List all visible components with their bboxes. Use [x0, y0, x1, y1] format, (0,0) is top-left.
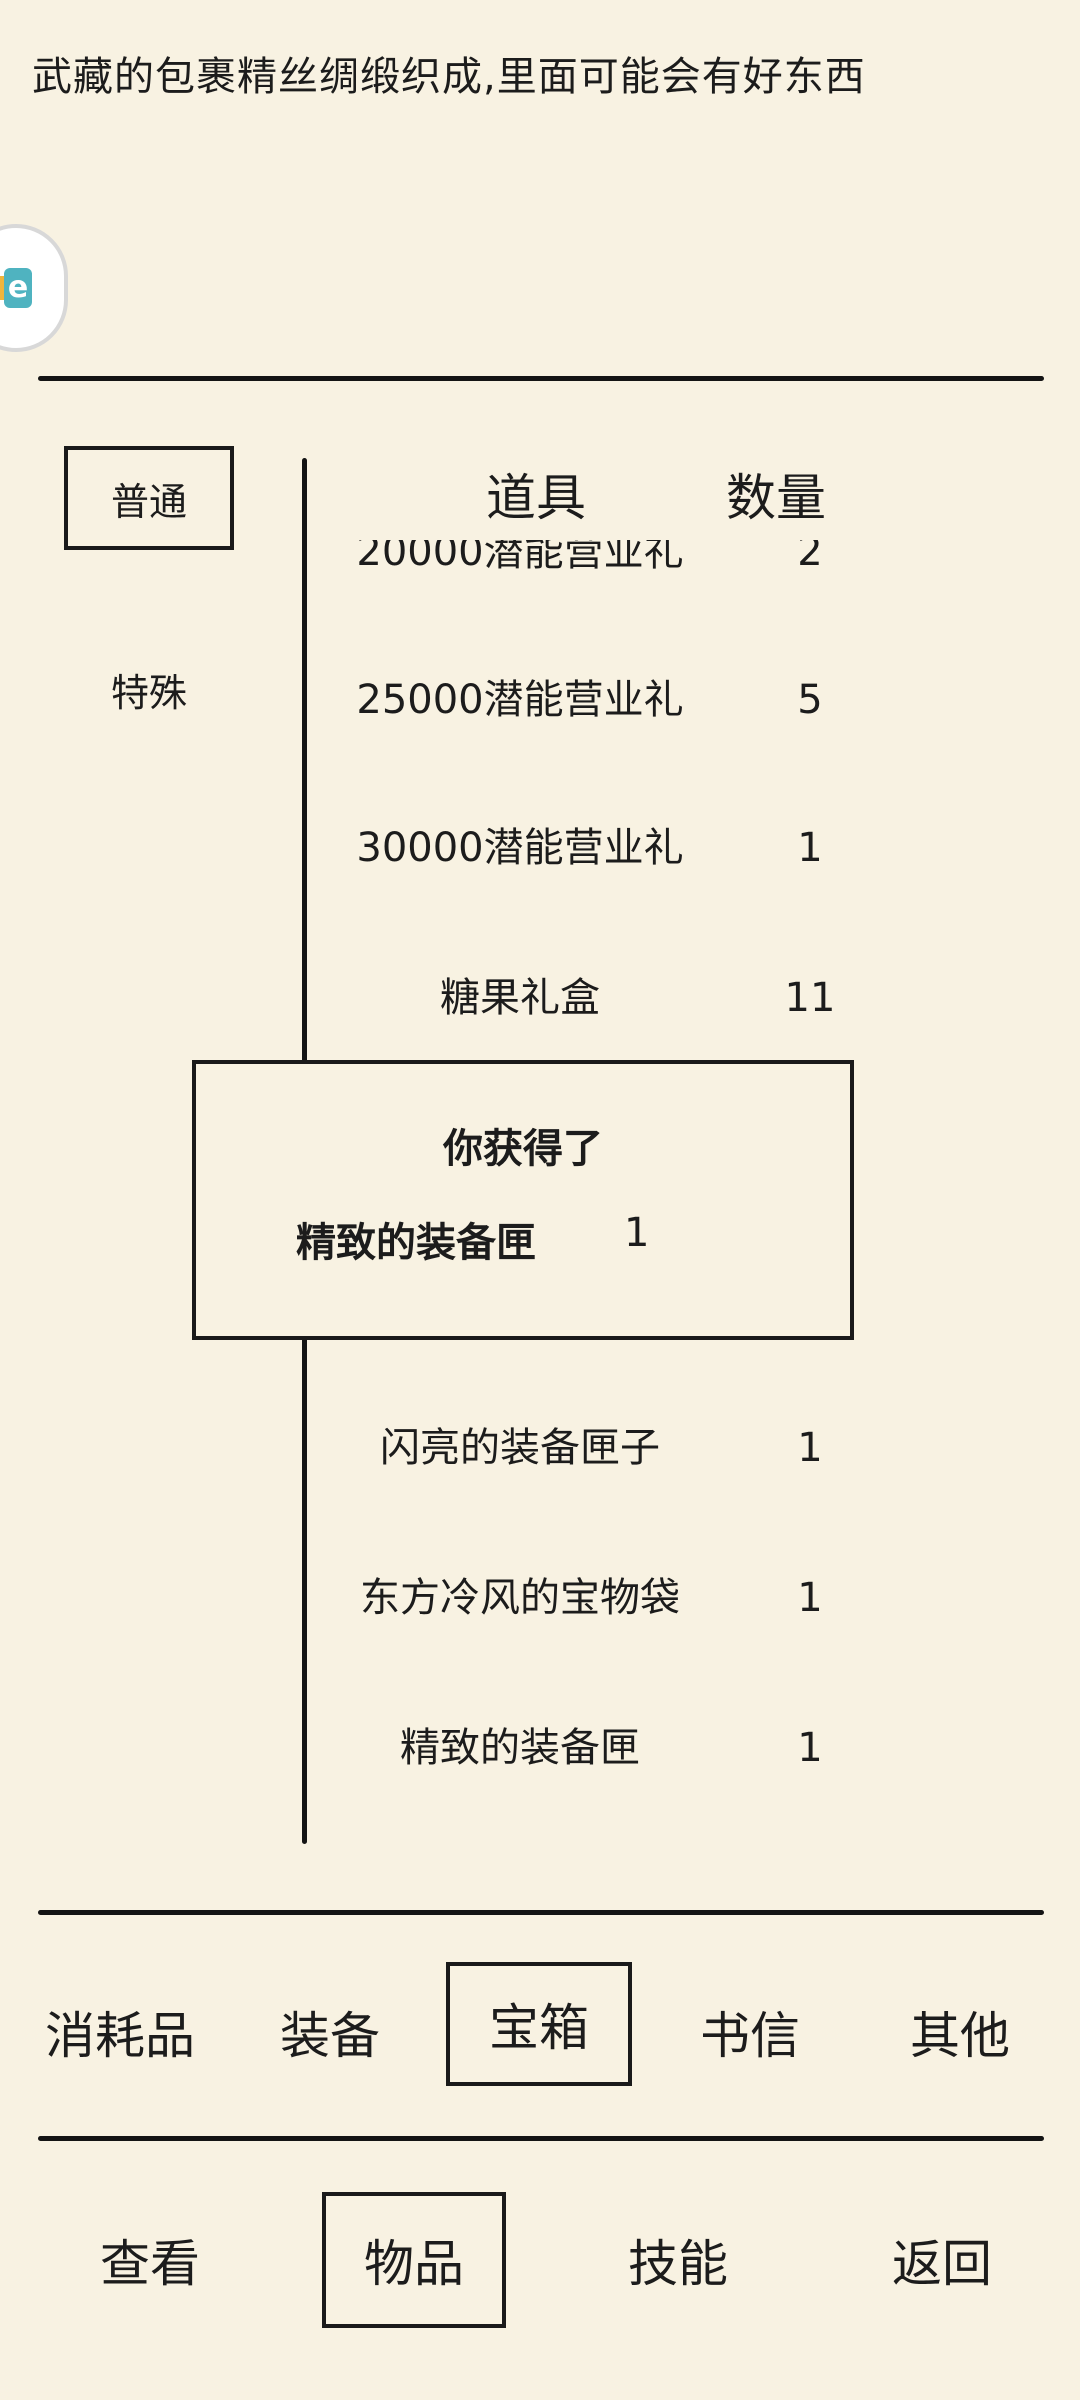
nav-view[interactable]: 查看	[60, 2224, 240, 2296]
popup-title: 你获得了	[443, 1126, 603, 1172]
tab-letters-label: 书信	[700, 2007, 800, 2065]
nav-skills-label: 技能	[628, 2235, 728, 2293]
item-name: 20000潜能营业礼	[356, 540, 684, 575]
category-normal-button[interactable]: 普通	[64, 446, 234, 550]
tab-others[interactable]: 其他	[870, 1996, 1050, 2068]
list-item[interactable]: 东方冷风的宝物袋 1	[330, 1558, 890, 1638]
item-name: 30000潜能营业礼	[356, 825, 684, 871]
item-name: 闪亮的装备匣子	[380, 1425, 660, 1471]
tab-equipment[interactable]: 装备	[240, 1996, 420, 2068]
nav-view-label: 查看	[100, 2235, 200, 2293]
tabs-top-divider	[38, 1910, 1044, 1915]
item-name: 东方冷风的宝物袋	[360, 1575, 680, 1621]
item-qty: 1	[797, 825, 823, 871]
item-qty: 11	[784, 975, 836, 1021]
tab-consumables-label: 消耗品	[45, 2007, 195, 2065]
tab-treasure-chest-label: 宝箱	[489, 1999, 589, 2057]
item-qty: 2	[797, 540, 823, 575]
nav-items-label: 物品	[364, 2235, 464, 2293]
item-description: 武藏的包裹精丝绸缎织成,里面可能会有好东西	[32, 54, 866, 100]
item-name: 精致的装备匣	[400, 1725, 640, 1771]
category-special-button[interactable]: 特殊	[64, 662, 234, 717]
popup-item-qty: 1	[624, 1210, 650, 1256]
nav-items[interactable]: 物品	[322, 2192, 506, 2328]
tab-equipment-label: 装备	[280, 2007, 380, 2065]
list-item[interactable]: 精致的装备匣 1	[330, 1708, 890, 1788]
item-qty: 1	[797, 1575, 823, 1621]
obtained-item-popup[interactable]: 你获得了 精致的装备匣 1	[192, 1060, 854, 1340]
item-name: 25000潜能营业礼	[356, 677, 684, 723]
nav-skills[interactable]: 技能	[588, 2224, 768, 2296]
item-qty: 5	[797, 677, 823, 723]
category-normal-label: 普通	[110, 479, 187, 524]
tab-others-label: 其他	[910, 2007, 1010, 2065]
popup-item-name: 精致的装备匣	[296, 1220, 536, 1266]
top-divider	[38, 376, 1044, 381]
category-special-label: 特殊	[110, 671, 187, 715]
tab-letters[interactable]: 书信	[660, 1996, 840, 2068]
tab-consumables[interactable]: 消耗品	[30, 1996, 210, 2068]
header-item: 道具	[486, 469, 586, 527]
list-item[interactable]: 30000潜能营业礼 1	[330, 808, 890, 888]
nav-top-divider	[38, 2136, 1044, 2141]
item-list[interactable]: 20000潜能营业礼 2 25000潜能营业礼 5 30000潜能营业礼 1 糖…	[330, 540, 890, 1850]
list-item[interactable]: 20000潜能营业礼 2	[330, 540, 890, 592]
list-item[interactable]: 闪亮的装备匣子 1	[330, 1408, 890, 1488]
header-qty: 数量	[726, 469, 826, 527]
tab-treasure-chest[interactable]: 宝箱	[446, 1962, 632, 2086]
item-qty: 1	[797, 1425, 823, 1471]
nav-back[interactable]: 返回	[852, 2224, 1032, 2296]
list-item[interactable]: 25000潜能营业礼 5	[330, 660, 890, 740]
item-qty: 1	[797, 1725, 823, 1771]
floating-ball-button[interactable]: e	[0, 224, 68, 352]
item-name: 糖果礼盒	[440, 975, 600, 1021]
app-logo-icon: e	[4, 268, 32, 308]
list-item[interactable]: 糖果礼盒 11	[330, 958, 890, 1038]
nav-back-label: 返回	[892, 2235, 992, 2293]
